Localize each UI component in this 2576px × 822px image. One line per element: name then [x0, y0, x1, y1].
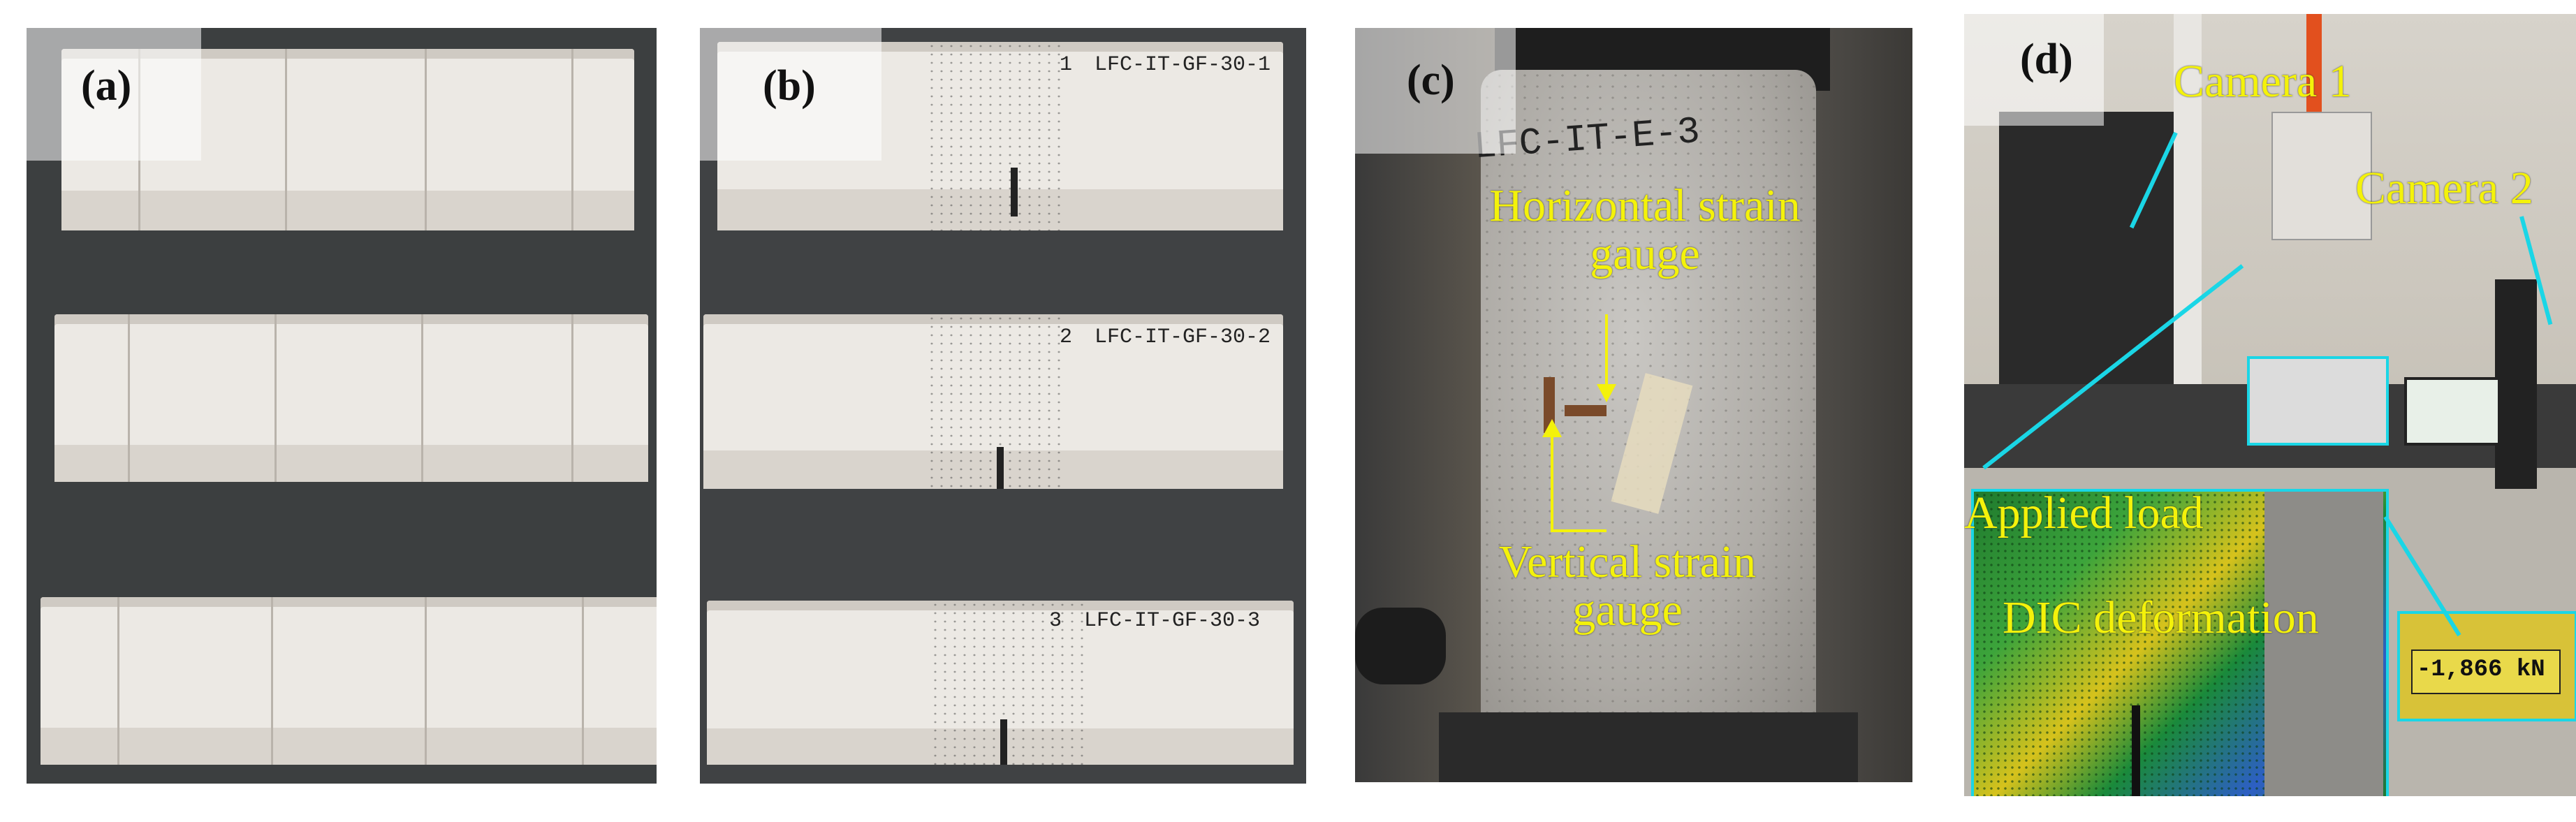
- panel-d-photo: -1,866 kN (d) Camera 1 Camera 2 Applied …: [1964, 14, 2576, 796]
- applied-load-annotation: Applied load: [1964, 487, 2204, 538]
- panel-b-label-backdrop: [700, 28, 881, 161]
- strain-gauge-horizontal: [1565, 405, 1607, 416]
- beam-notch: [1011, 168, 1018, 216]
- beam-id-label: LFC-IT-GF-30-1: [1095, 53, 1271, 77]
- beam-a-2: [54, 314, 648, 482]
- beam-joint: [275, 314, 277, 482]
- beam-b-3: 3 LFC-IT-GF-30-3: [707, 601, 1294, 765]
- test-machine-frame: [2174, 14, 2202, 405]
- beam-b-2: 2 LFC-IT-GF-30-2: [703, 314, 1283, 489]
- beam-joint: [117, 597, 119, 765]
- beam-joint: [271, 597, 273, 765]
- panel-b-photo: (b) 1 LFC-IT-GF-30-1 2 LFC-IT-GF-30-2 3 …: [700, 28, 1306, 784]
- control-cabinet: [2271, 112, 2372, 240]
- horizontal-strain-gauge-annotation: Horizontal strain gauge: [1489, 180, 1801, 280]
- beam-a-3: [41, 597, 657, 765]
- beam-number: 2: [1060, 325, 1073, 349]
- load-readout-display: [2411, 649, 2561, 694]
- beam-number: 3: [1049, 609, 1062, 633]
- beam-id-label: LFC-IT-GF-30-3: [1084, 609, 1261, 633]
- panel-a-label: (a): [81, 62, 132, 110]
- beam-number: 1: [1060, 53, 1073, 77]
- panel-a-label-backdrop: [27, 28, 201, 161]
- panel-b-label: (b): [763, 62, 816, 110]
- clamp-knob: [1355, 608, 1446, 684]
- panel-c-label: (c): [1407, 57, 1455, 104]
- beam-notch: [1000, 719, 1007, 765]
- beam-joint: [425, 597, 427, 765]
- panel-a-photo: (a): [27, 28, 657, 784]
- beam-id-label: LFC-IT-GF-30-2: [1095, 325, 1271, 349]
- beam-joint: [571, 314, 573, 482]
- vertical-strain-gauge-annotation: Vertical strain gauge: [1498, 536, 1757, 636]
- beam-joint: [128, 314, 130, 482]
- horizontal-gauge-arrow: [1605, 314, 1608, 391]
- vertical-gauge-arrowhead: [1542, 419, 1562, 437]
- camera-2-tripod: [2495, 279, 2537, 489]
- camera-1-annotation: Camera 1: [2174, 56, 2352, 107]
- beam-joint: [285, 49, 287, 230]
- camera-2-annotation: Camera 2: [2355, 163, 2533, 214]
- beam-face: [41, 728, 657, 765]
- beam-joint: [571, 49, 573, 230]
- vertical-gauge-arrow-elbow: [1551, 529, 1607, 532]
- panel-c-label-backdrop: [1355, 28, 1516, 154]
- beam-joint: [421, 314, 423, 482]
- overhead-pipe: [2306, 14, 2322, 112]
- panel-d-label-backdrop: [1964, 14, 2104, 126]
- load-platen-bottom: [1439, 712, 1858, 782]
- dic-speckle-pattern: [930, 601, 1084, 765]
- beam-joint: [582, 597, 584, 765]
- laptop-screen: [2404, 377, 2501, 446]
- load-readout-value: -1,866 kN: [2417, 656, 2545, 683]
- monitor-screen: [2247, 356, 2389, 446]
- dic-speckle-pattern: [927, 42, 1067, 230]
- panel-d-label: (d): [2020, 36, 2073, 83]
- dic-inset-crack: [2132, 705, 2140, 796]
- vertical-gauge-arrow: [1551, 436, 1553, 531]
- dic-inset-gray-region: [2264, 492, 2383, 796]
- horizontal-gauge-arrowhead: [1597, 384, 1616, 402]
- panel-c-photo: LFC-IT-E-3 (c) Horizontal strain gauge V…: [1355, 28, 1912, 782]
- beam-notch: [997, 447, 1004, 489]
- beam-face: [61, 190, 634, 230]
- beam-face: [54, 445, 648, 482]
- beam-joint: [425, 49, 427, 230]
- dic-deformation-annotation: DIC deformation: [2003, 592, 2319, 643]
